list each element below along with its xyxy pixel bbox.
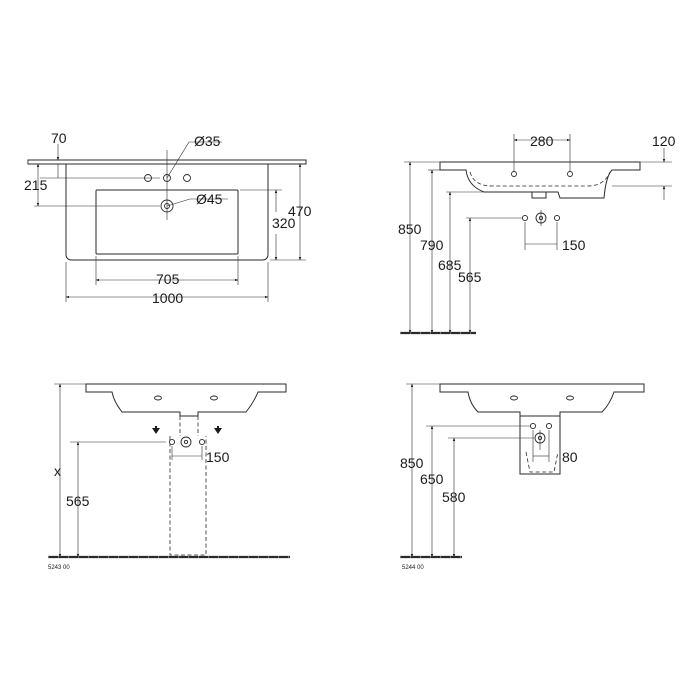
washbasin-front-outline xyxy=(85,383,287,417)
label-tap-hole-diameter: Ø35 xyxy=(194,133,221,149)
article-code-left: 5243 00 xyxy=(48,565,70,571)
washbasin-side-profile xyxy=(439,161,641,199)
label-variable-height-x: x xyxy=(54,463,61,479)
front-view-pedestal: 150 x 565 5243 00 xyxy=(48,383,290,571)
pedestal-hidden-line xyxy=(169,436,207,556)
label-supply-spacing-80: 80 xyxy=(562,449,578,465)
washbasin-outline xyxy=(65,164,269,261)
washbasin-front-outline-right xyxy=(439,383,645,417)
label-tap-spacing-280: 280 xyxy=(530,133,554,149)
label-height-850-right: 850 xyxy=(400,455,424,471)
label-height-850: 850 xyxy=(398,221,422,237)
label-basin-width-705: 705 xyxy=(156,271,180,287)
label-depth-470: 470 xyxy=(288,203,312,219)
label-rim-70: 70 xyxy=(51,130,67,146)
label-tap-to-edge-215: 215 xyxy=(24,177,48,193)
article-code-right: 5244 00 xyxy=(402,565,424,571)
side-view: 280 120 150 850 790 685 xyxy=(398,133,676,335)
bowl-hidden-line xyxy=(469,171,611,187)
label-height-580: 580 xyxy=(442,489,466,505)
label-height-565: 565 xyxy=(458,269,482,285)
tap-hole-right xyxy=(183,174,191,182)
label-thickness-120: 120 xyxy=(652,133,676,149)
label-supply-spacing-150-left: 150 xyxy=(206,449,230,465)
arrow-down-right xyxy=(214,428,222,434)
front-view-semi-pedestal: 80 850 650 580 5244 00 xyxy=(400,383,645,571)
top-view: Ø35 Ø45 70 215 470 320 705 1000 xyxy=(24,130,312,306)
label-basin-depth-320: 320 xyxy=(272,215,296,231)
arrow-down-left xyxy=(152,428,160,434)
label-height-565-left: 565 xyxy=(66,493,90,509)
label-height-790: 790 xyxy=(420,237,444,253)
label-supply-spacing-150: 150 xyxy=(562,237,586,253)
label-waste-diameter: Ø45 xyxy=(196,191,223,207)
label-height-685: 685 xyxy=(438,257,462,273)
semi-pedestal xyxy=(519,416,561,475)
label-height-650: 650 xyxy=(420,471,444,487)
label-overall-width-1000: 1000 xyxy=(152,290,183,306)
waste-stub xyxy=(531,191,547,199)
